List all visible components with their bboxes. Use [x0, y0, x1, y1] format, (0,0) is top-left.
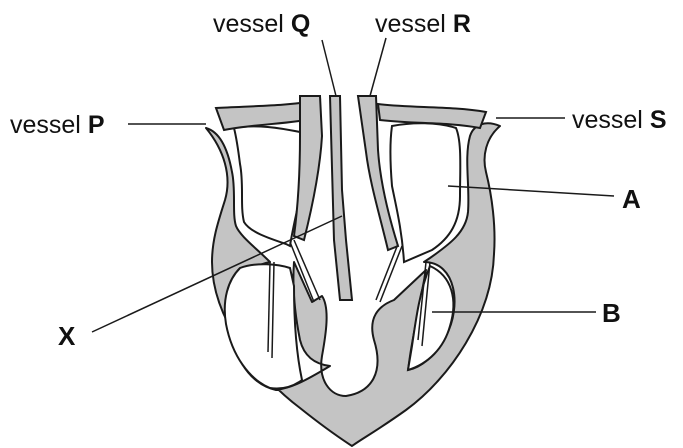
right-chordae-4	[380, 246, 402, 302]
right-atrium-cavity	[391, 123, 461, 262]
label-vessel-p-word: vessel	[10, 111, 81, 139]
label-vessel-r-letter: R	[453, 10, 471, 38]
label-x: X	[58, 323, 75, 349]
label-vessel-s-word: vessel	[572, 106, 643, 134]
leader-line-vessel-q	[322, 40, 336, 96]
right-chordae-3	[376, 244, 398, 300]
label-b: B	[602, 300, 621, 326]
label-vessel-p-letter: P	[88, 111, 105, 139]
label-vessel-r-word: vessel	[375, 10, 446, 38]
leader-line-vessel-r	[370, 38, 386, 96]
label-vessel-s-letter: S	[650, 106, 667, 134]
aorta-column	[330, 96, 352, 300]
label-vessel-q-word: vessel	[213, 10, 284, 38]
label-a: A	[622, 186, 641, 212]
label-vessel-q-letter: Q	[291, 10, 310, 38]
label-vessel-q: vessel Q	[213, 12, 310, 37]
label-vessel-s: vessel S	[572, 108, 667, 133]
label-vessel-p: vessel P	[10, 113, 105, 138]
label-vessel-r: vessel R	[375, 12, 471, 37]
left-ventricle-cavity	[225, 264, 302, 388]
